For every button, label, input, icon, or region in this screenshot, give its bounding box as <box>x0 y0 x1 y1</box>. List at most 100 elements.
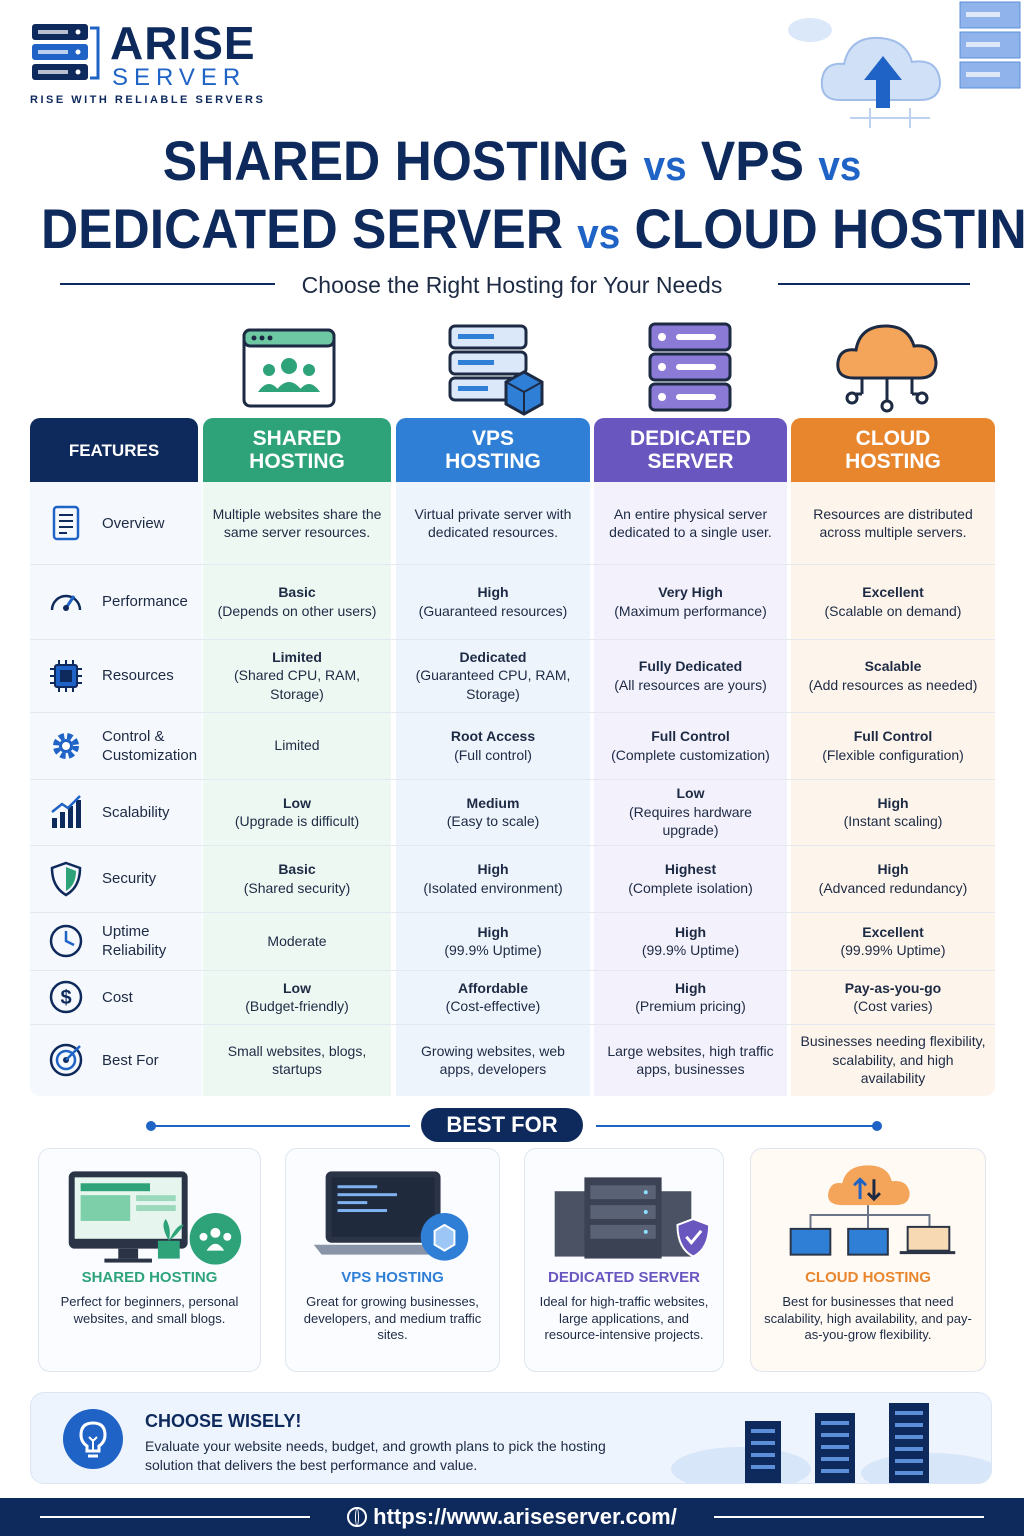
row-divider <box>30 639 995 640</box>
cell-detail: (Upgrade is difficult) <box>234 813 360 829</box>
table-cell: Affordable (Cost-effective) <box>396 970 590 1024</box>
lightbulb-icon <box>63 1409 123 1469</box>
bestfor-card-cloud: CLOUD HOSTING Best for businesses that n… <box>750 1148 986 1372</box>
footer-rule-left <box>40 1516 310 1518</box>
shield-icon <box>50 861 82 896</box>
cell-detail: (Cost-effective) <box>445 998 541 1014</box>
cell-detail: (99.9% Uptime) <box>641 942 740 958</box>
cell-detail: Resources are distributed across multipl… <box>813 505 973 541</box>
features-column-bg <box>30 482 202 1096</box>
globe-icon <box>347 1507 368 1527</box>
cell-value: Fully Dedicated <box>638 658 743 674</box>
cell-value: High <box>477 584 509 600</box>
logo-server-icon <box>32 24 100 80</box>
bestfor-badge: BEST FOR <box>421 1108 583 1142</box>
table-cell: Low(Requires hardware upgrade) <box>594 779 787 845</box>
table-cell: Medium(Easy to scale) <box>396 779 590 845</box>
title-dedicated-server: DEDICATED SERVER <box>40 197 563 260</box>
bestfor-desc: Great for growing businesses, developers… <box>303 1294 482 1342</box>
table-cell: Basic(Shared security) <box>203 845 391 912</box>
wisely-text: Evaluate your website needs, budget, and… <box>145 1438 606 1473</box>
cell-detail: Limited <box>274 737 320 754</box>
speedometer-icon <box>50 594 82 611</box>
cell-value: Limited <box>272 648 322 665</box>
bestfor-title: VPS HOSTING <box>341 1269 444 1286</box>
cloud-hosting-icon <box>836 324 938 413</box>
table-cell: Businesses needing flexibility, scalabil… <box>791 1024 995 1096</box>
feature-label: Overview <box>102 514 165 532</box>
growth-chart-icon <box>51 795 81 828</box>
feature-6: Uptime Reliability <box>30 912 202 970</box>
feature-label: Uptime Reliability <box>102 923 167 959</box>
table-cell: Full Control (Complete customization) <box>594 712 787 779</box>
bestfor-rule-left <box>148 1125 410 1127</box>
table-cell: Highest(Complete isolation) <box>594 845 787 912</box>
cell-value: Affordable <box>457 979 528 996</box>
footer-rule-right <box>714 1516 984 1518</box>
title-line-2: DEDICATED SERVER vs CLOUD HOSTING <box>40 196 1024 267</box>
features-header: FEATURES <box>30 418 198 482</box>
cell-detail: (Requires hardware upgrade) <box>629 803 752 839</box>
bestfor-card-vps: VPS HOSTING Great for growing businesses… <box>285 1148 500 1372</box>
cell-detail: (Add resources as needed) <box>808 676 978 693</box>
bestfor-rule-right <box>596 1125 878 1127</box>
table-cell: Virtual private server with dedicated re… <box>396 482 590 564</box>
brand-sub: SERVER <box>112 64 247 91</box>
cell-detail: (Advanced redundancy) <box>818 879 968 896</box>
bestfor-title: DEDICATED SERVER <box>548 1269 700 1286</box>
cell-detail: (Complete customization) <box>611 746 770 763</box>
cell-value: Full Control <box>651 728 730 744</box>
wisely-title: CHOOSE WISELY! <box>145 1411 302 1431</box>
table-cell: Excellent(Scalable on demand) <box>791 564 995 639</box>
bestfor-desc: Perfect for beginners, personal websites… <box>60 1294 239 1326</box>
cell-detail: (Guaranteed resources) <box>418 602 568 619</box>
footer-link[interactable]: https://www.ariseserver.com/ <box>0 1498 1024 1536</box>
feature-label: Resources <box>102 667 174 684</box>
tagline: RISE WITH RELIABLE SERVERS <box>30 94 266 106</box>
cell-detail: (Flexible configuration) <box>822 746 964 763</box>
cell-detail: An entire physical server dedicated to a… <box>609 505 772 541</box>
cell-detail: Businesses needing flexibility, scalabil… <box>800 1033 986 1087</box>
row-divider <box>30 712 995 713</box>
table-cell: Scalable (Add resources as needed) <box>791 639 995 712</box>
table-cell: Full Control(Flexible configuration) <box>791 712 995 779</box>
cell-value: High <box>674 979 707 996</box>
bestfor-dot-right <box>872 1121 882 1131</box>
cell-detail: (Instant scaling) <box>843 813 943 829</box>
bestfor-desc: Best for businesses that need scalabilit… <box>764 1294 972 1342</box>
server-rack-shield-icon <box>554 1177 711 1259</box>
cell-value: Scalable <box>864 658 922 674</box>
cell-detail: (Budget-friendly) <box>245 998 349 1014</box>
brand-name: ARISE <box>110 17 256 69</box>
row-divider <box>30 912 995 913</box>
cell-detail: (Scalable on demand) <box>824 602 962 619</box>
cell-value: High <box>877 794 909 811</box>
cpu-chip-icon <box>50 659 82 692</box>
cell-value: High <box>877 861 909 877</box>
table-cell: Low (Upgrade is difficult) <box>203 779 391 845</box>
table-cell: Small websites, blogs, startups <box>203 1024 391 1096</box>
cell-detail: (Shared CPU, RAM, Storage) <box>233 667 361 702</box>
title-line-1: SHARED HOSTING vs VPS vs <box>41 128 983 199</box>
cell-value: Low <box>283 794 311 811</box>
cell-detail: (Premium pricing) <box>635 998 746 1014</box>
title-shared-hosting: SHARED HOSTING <box>162 129 630 192</box>
table-cell: High (Premium pricing) <box>594 970 787 1024</box>
cell-detail: (99.9% Uptime) <box>444 942 542 958</box>
feature-4: Scalability <box>30 779 202 845</box>
cell-detail: Virtual private server with dedicated re… <box>414 505 572 541</box>
feature-label: Control & Customization <box>102 727 198 764</box>
table-cell: Excellent(99.99% Uptime) <box>791 912 995 970</box>
bestfor-title: CLOUD HOSTING <box>805 1269 931 1286</box>
dedicated-server-icon <box>648 322 732 412</box>
table-cell: Dedicated(Guaranteed CPU, RAM, Storage) <box>396 639 590 712</box>
table-cell: Large websites, high traffic apps, busin… <box>594 1024 787 1096</box>
cell-value: High <box>477 861 509 877</box>
cell-detail: Large websites, high traffic apps, busin… <box>607 1042 774 1078</box>
clock-icon <box>49 924 83 958</box>
footer-url[interactable]: https://www.ariseserver.com/ <box>373 1504 677 1529</box>
svg-text:$: $ <box>60 987 71 1009</box>
cell-value: Very High <box>658 584 723 600</box>
feature-label: Scalability <box>102 803 170 821</box>
